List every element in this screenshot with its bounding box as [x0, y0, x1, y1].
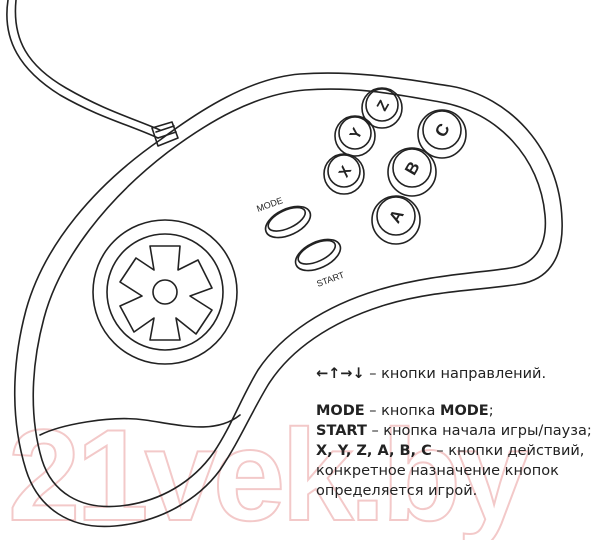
controller-body [13, 72, 563, 528]
mode-line-end: ; [488, 403, 494, 419]
start-button[interactable] [291, 233, 345, 277]
mode-key-term-repeat: MODE [440, 403, 489, 419]
button-y[interactable]: Y [334, 115, 376, 157]
dpad-ring-inner [106, 233, 224, 351]
svg-text:Z: Z [374, 98, 393, 114]
button-c[interactable]: C [417, 109, 467, 159]
legend-action-note-1: конкретное назначение кнопок [316, 463, 559, 479]
svg-text:A: A [385, 206, 408, 226]
button-x[interactable]: X [323, 153, 365, 195]
controller-lower-edge [39, 414, 241, 436]
button-z[interactable]: Z [361, 87, 403, 129]
mode-button[interactable] [261, 200, 315, 244]
svg-text:B: B [401, 158, 424, 178]
start-label: START [315, 270, 346, 289]
watermark-text: 21vek.by [8, 402, 529, 540]
cable [6, 0, 179, 147]
action-keys-description: – кнопки действий, [431, 443, 585, 459]
action-keys-term: X, Y, Z, A, B, C [316, 443, 432, 459]
watermark: 21vek.by [7, 401, 534, 540]
dpad-center [152, 279, 178, 305]
svg-text:X: X [335, 163, 355, 180]
legend-action-note-2: определяется игрой. [316, 483, 478, 499]
button-a[interactable]: A [371, 195, 421, 245]
dpad-cross [119, 245, 213, 341]
arrow-keys-description: – кнопки направлений. [364, 366, 547, 382]
legend-actions-line: X, Y, Z, A, B, C – кнопки действий, [316, 441, 584, 461]
start-key-description: – кнопка начала игры/пауза; [366, 423, 592, 439]
button-b[interactable]: B [387, 147, 437, 197]
legend-start-line: START – кнопка начала игры/пауза; [316, 421, 592, 441]
svg-text:C: C [431, 120, 454, 140]
controller-inner-contour [32, 88, 547, 508]
dpad-ring-outer [92, 219, 238, 365]
mode-key-term: MODE [316, 403, 365, 419]
mode-key-description: – кнопка [364, 403, 441, 419]
svg-text:Y: Y [346, 125, 366, 142]
arrow-keys-glyphs: ←↑→↓ [316, 366, 365, 382]
start-key-term: START [316, 423, 367, 439]
legend-arrows-line: ←↑→↓ – кнопки направлений. [316, 364, 546, 384]
legend-mode-line: MODE – кнопка MODE; [316, 401, 494, 421]
dpad[interactable] [92, 219, 238, 365]
